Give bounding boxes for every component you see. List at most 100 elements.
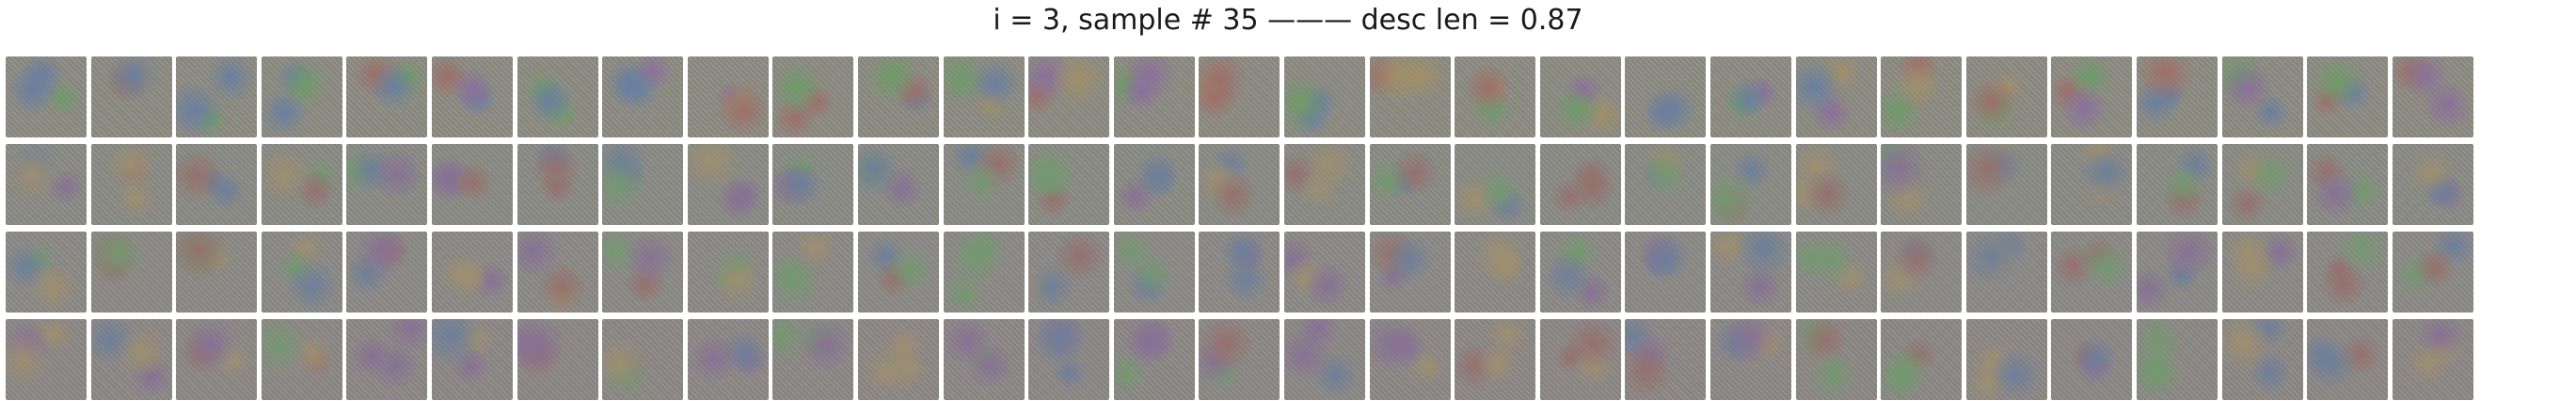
sample-image-tile	[2051, 232, 2132, 313]
sample-image-tile	[2222, 232, 2303, 313]
sample-image-tile	[2137, 232, 2218, 313]
sample-image-tile	[772, 144, 853, 225]
sample-image-tile	[176, 319, 257, 400]
sample-image-tile	[346, 232, 427, 313]
sample-image-tile	[262, 144, 342, 225]
sample-image-tile	[432, 56, 513, 137]
sample-image-tile	[688, 232, 769, 313]
sample-image-tile	[6, 232, 87, 313]
sample-image-tile	[858, 144, 939, 225]
sample-image-tile	[2393, 319, 2473, 400]
sample-image-tile	[1114, 56, 1195, 137]
sample-image-tile	[1796, 144, 1877, 225]
sample-image-tile	[944, 319, 1025, 400]
sample-image-tile	[176, 232, 257, 313]
sample-image-tile	[1625, 232, 1706, 313]
sample-image-tile	[517, 144, 598, 225]
sample-image-tile	[1881, 319, 1962, 400]
sample-image-tile	[2222, 144, 2303, 225]
sample-image-tile	[1881, 56, 1962, 137]
sample-image-tile	[1455, 56, 1535, 137]
sample-image-tile	[1625, 144, 1706, 225]
sample-image-tile	[517, 56, 598, 137]
sample-image-tile	[176, 144, 257, 225]
sample-image-tile	[1966, 319, 2047, 400]
sample-image-tile	[1966, 232, 2047, 313]
sample-image-tile	[2137, 144, 2218, 225]
sample-image-tile	[91, 144, 172, 225]
sample-image-tile	[944, 56, 1025, 137]
sample-image-tile	[262, 56, 342, 137]
sample-image-tile	[602, 144, 683, 225]
sample-image-tile	[1710, 232, 1791, 313]
sample-image-tile	[1284, 232, 1365, 313]
sample-image-tile	[688, 56, 769, 137]
sample-image-tile	[2393, 144, 2473, 225]
sample-image-tile	[2307, 319, 2388, 400]
sample-image-tile	[6, 319, 87, 400]
sample-image-tile	[346, 144, 427, 225]
sample-image-tile	[1114, 144, 1195, 225]
sample-image-tile	[2137, 319, 2218, 400]
sample-image-tile	[432, 144, 513, 225]
sample-image-tile	[1796, 319, 1877, 400]
sample-image-tile	[91, 232, 172, 313]
sample-image-tile	[517, 232, 598, 313]
sample-image-tile	[602, 319, 683, 400]
sample-image-tile	[944, 144, 1025, 225]
sample-image-tile	[1710, 144, 1791, 225]
sample-image-tile	[1199, 144, 1280, 225]
sample-image-tile	[1455, 319, 1535, 400]
sample-image-tile	[2307, 144, 2388, 225]
sample-image-tile	[1540, 319, 1621, 400]
sample-image-tile	[1028, 232, 1109, 313]
sample-image-tile	[1370, 144, 1451, 225]
sample-image-tile	[432, 232, 513, 313]
sample-image-tile	[1114, 319, 1195, 400]
sample-image-tile	[1284, 144, 1365, 225]
sample-image-tile	[1796, 56, 1877, 137]
sample-image-tile	[1199, 319, 1280, 400]
sample-image-tile	[2307, 232, 2388, 313]
sample-image-tile	[6, 56, 87, 137]
sample-image-tile	[2051, 319, 2132, 400]
sample-image-tile	[1966, 144, 2047, 225]
sample-image-tile	[346, 56, 427, 137]
sample-image-tile	[2222, 319, 2303, 400]
sample-image-tile	[2051, 56, 2132, 137]
sample-image-tile	[517, 319, 598, 400]
sample-image-tile	[1028, 56, 1109, 137]
sample-image-tile	[346, 319, 427, 400]
sample-image-tile	[176, 56, 257, 137]
sample-image-tile	[262, 232, 342, 313]
sample-image-tile	[1881, 232, 1962, 313]
sample-image-tile	[858, 319, 939, 400]
sample-image-tile	[2222, 56, 2303, 137]
sample-image-tile	[688, 144, 769, 225]
sample-image-tile	[1370, 319, 1451, 400]
sample-image-tile	[91, 56, 172, 137]
sample-image-tile	[2393, 232, 2473, 313]
sample-image-tile	[772, 56, 853, 137]
sample-image-tile	[1370, 232, 1451, 313]
sample-image-tile	[1966, 56, 2047, 137]
sample-image-tile	[1625, 56, 1706, 137]
sample-image-tile	[602, 232, 683, 313]
sample-image-tile	[2393, 56, 2473, 137]
sample-image-tile	[91, 319, 172, 400]
sample-image-tile	[1028, 144, 1109, 225]
sample-image-tile	[944, 232, 1025, 313]
sample-image-tile	[1284, 319, 1365, 400]
sample-image-tile	[2307, 56, 2388, 137]
sample-image-tile	[1625, 319, 1706, 400]
sample-image-tile	[1199, 232, 1280, 313]
sample-image-tile	[1455, 144, 1535, 225]
sample-image-tile	[1710, 56, 1791, 137]
sample-image-tile	[2137, 56, 2218, 137]
sample-image-tile	[1881, 144, 1962, 225]
sample-image-tile	[1540, 144, 1621, 225]
sample-image-tile	[1114, 232, 1195, 313]
sample-image-tile	[432, 319, 513, 400]
sample-image-tile	[772, 319, 853, 400]
sample-image-tile	[1710, 319, 1791, 400]
